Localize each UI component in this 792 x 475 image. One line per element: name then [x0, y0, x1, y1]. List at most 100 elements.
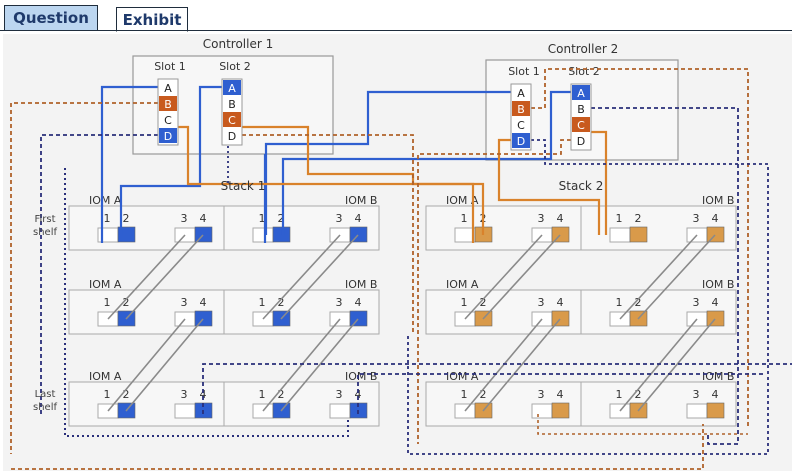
stack-2-middle-shelf-iom-b-port-1-label: 1: [616, 296, 623, 309]
stack-2-first-shelf-iom-b-port-3-label: 3: [693, 212, 700, 225]
stack-1-first-shelf-iom-b-port-4: [349, 226, 368, 243]
cable-c2s2c-to-stack2-first-iom-b-2: [591, 130, 608, 235]
stack-1-first-shelf-iom-b-port-2-label: 2: [278, 212, 285, 225]
stack-2-last-shelf-iom-a-port-3: [531, 403, 553, 419]
controller-2-slot-1-port-c-label: C: [517, 119, 525, 132]
stack-2-middle-shelf-iom-a-port-1-label: 1: [461, 296, 468, 309]
stack-1-shelf-link: [107, 318, 186, 412]
stack-1-middle-shelf-iom-a-port-4-label: 4: [200, 296, 207, 309]
stack-2-middle-shelf-iom-a-port-3-label: 3: [538, 296, 545, 309]
stack-1-last-shelf-iom-b-port-3-label: 3: [336, 388, 343, 401]
controller-1-slot-2-label: Slot 2: [219, 60, 251, 73]
stack-1-first-shelf-iom-a-port-4-label: 4: [200, 212, 207, 225]
stack-1-shelf-link: [125, 318, 204, 412]
tab-bar: Question Exhibit: [0, 0, 792, 32]
stack-2-middle-shelf-iom-a-port-2-label: 2: [480, 296, 487, 309]
controller-1-slot-2-port-a: [223, 80, 241, 95]
stack-1-middle-shelf-iom-b-port-4: [349, 310, 368, 327]
controller-1-slot-1-label: Slot 1: [154, 60, 186, 73]
stack-1-last-shelf-iom-a-port-3-label: 3: [181, 388, 188, 401]
cable-stack1-last-iom-a-4-dotted: [202, 363, 792, 414]
controller-2-slot-1-port-b-label: B: [517, 103, 525, 116]
stack-1-shelf-link: [280, 234, 359, 320]
stack-1-first-shelf-iom-b-port-1-label: 1: [259, 212, 266, 225]
stack-1-first-shelf-iom-a-label: IOM A: [89, 194, 122, 207]
stack-2-first-shelf-iom-a-label: IOM A: [446, 194, 479, 207]
controller-2-slot-2-port-a: [572, 85, 590, 100]
stack-1-middle-shelf-iom-a-port-4: [194, 310, 213, 327]
stack-2-shelf-link: [637, 234, 716, 320]
controller-2-slot-1-port-b: [512, 101, 530, 116]
stack-1-middle-shelf-iom-b-port-2-label: 2: [278, 296, 285, 309]
stack-1-last-shelf-iom-b-port-1-label: 1: [259, 388, 266, 401]
stack-2-first-shelf-iom-a-port-1-label: 1: [461, 212, 468, 225]
cabling-diagram: Controller 1 Slot 1 Slot 2 Controller 2 …: [3, 34, 792, 471]
stack-2-shelf-link: [637, 318, 716, 412]
controller-2-slot-2-label: Slot 2: [568, 65, 600, 78]
stack-2-shelf-link: [482, 234, 561, 320]
stack-2-middle-shelf-iom-a-port-4-label: 4: [557, 296, 564, 309]
stack-1-last-shelf-iom-a-port-4-label: 4: [200, 388, 207, 401]
last-shelf-label-2: shelf: [33, 402, 57, 413]
cable-c1s1b-dotted: [10, 102, 158, 454]
stack-2-last-shelf-iom-b-port-3-label: 3: [693, 388, 700, 401]
controller-1-slot-2-port-d-label: D: [228, 130, 236, 143]
stack-1-shelf-link: [262, 234, 341, 320]
cable-stack2-last-iom-b-4-dotted: [11, 424, 704, 470]
stack-1-label: Stack 1: [221, 179, 266, 193]
stack-1-shelf-link: [262, 318, 341, 412]
stack-1-middle-shelf-iom-a-port-2-label: 2: [123, 296, 130, 309]
tab-question[interactable]: Question: [4, 5, 98, 30]
stack-2-last-shelf-iom-a-port-4-label: 4: [557, 388, 564, 401]
stack-1-shelf-link: [107, 234, 186, 320]
cable-c2s1b-dotted: [531, 68, 749, 426]
stack-2-last-shelf-iom-b-port-4-label: 4: [712, 388, 719, 401]
stack-2-shelf-link: [619, 318, 698, 412]
stack-1-last-shelf-iom-a-label: IOM A: [89, 370, 122, 383]
controller-2-slot-1-port-c: [512, 117, 530, 132]
controller-2-slot-1-port-d-label: D: [517, 135, 525, 148]
cable-c1s2d-dotted: [242, 134, 414, 334]
stack-2-last-shelf-iom-b-port-3: [686, 403, 708, 419]
controller-1-slot-1-port-b: [159, 96, 177, 111]
stack-2-last-shelf-iom-b-label: IOM B: [702, 370, 734, 383]
controller-1-slot-1-port-a-label: A: [164, 82, 172, 95]
stack-1-last-shelf-iom-a-port-3: [174, 403, 196, 419]
stack-2-shelf-link: [482, 318, 561, 412]
stack-2-last-shelf-iom-a-port-4: [551, 402, 570, 419]
controller-2-slot-2-port-a-label: A: [577, 87, 585, 100]
stack-1-last-shelf-iom-b-port-2-label: 2: [278, 388, 285, 401]
stack-1-shelf-link: [280, 318, 359, 412]
stack-2-first-shelf-iom-a-port-3-label: 3: [538, 212, 545, 225]
stack-2-last-shelf-iom-a-label: IOM A: [446, 370, 479, 383]
controller-1-slot-2-port-c: [223, 112, 241, 127]
exhibit-canvas: Controller 1 Slot 1 Slot 2 Controller 2 …: [3, 34, 792, 471]
controller-2-slot-2-port-c: [572, 117, 590, 132]
stack-2-last-shelf-iom-a-port-2-label: 2: [480, 388, 487, 401]
controller-1-slot-1-port-d-label: D: [164, 130, 172, 143]
stack-1-first-shelf-iom-a-port-2: [117, 226, 136, 243]
stack-2-first-shelf-iom-b-port-4: [706, 226, 725, 243]
stack-1-first-shelf-iom-a-port-2-label: 2: [123, 212, 130, 225]
controller-2-title: Controller 2: [548, 42, 618, 56]
controller-2-slot-1-port-d: [512, 133, 530, 148]
controller-1-slot-2-port-b-label: B: [228, 98, 236, 111]
stack-2-shelf-link: [619, 234, 698, 320]
stack-1-shelf-link: [125, 234, 204, 320]
stack-2-shelf-link: [464, 234, 543, 320]
cable-c2s2d-dotted: [417, 139, 571, 444]
cable-c1s1c-to-stack2-first-iom-a-2: [178, 125, 485, 235]
stack-2-last-shelf-iom-b-port-4: [706, 402, 725, 419]
tab-exhibit[interactable]: Exhibit: [116, 7, 188, 32]
controller-2-slot-1-port-a-label: A: [517, 87, 525, 100]
cable-stack2-last-iom-a-4-dotted: [537, 414, 748, 435]
controller-2-slot-2-port-d-label: D: [577, 135, 585, 148]
stack-2-first-shelf-iom-a-port-4-label: 4: [557, 212, 564, 225]
cable-c1s1a-to-stack1-first-iom-a-1: [100, 85, 158, 243]
stack-2-first-shelf-iom-b-port-2-label: 2: [635, 212, 642, 225]
stack-1-last-shelf-iom-b-port-3: [329, 403, 351, 419]
stack-2-first-shelf-iom-b-port-1-label: 1: [616, 212, 623, 225]
stack-1-first-shelf-iom-a-port-1-label: 1: [104, 212, 111, 225]
stack-1-middle-shelf-iom-a-label: IOM A: [89, 278, 122, 291]
stack-1-first-shelf-iom-b-label: IOM B: [345, 194, 377, 207]
